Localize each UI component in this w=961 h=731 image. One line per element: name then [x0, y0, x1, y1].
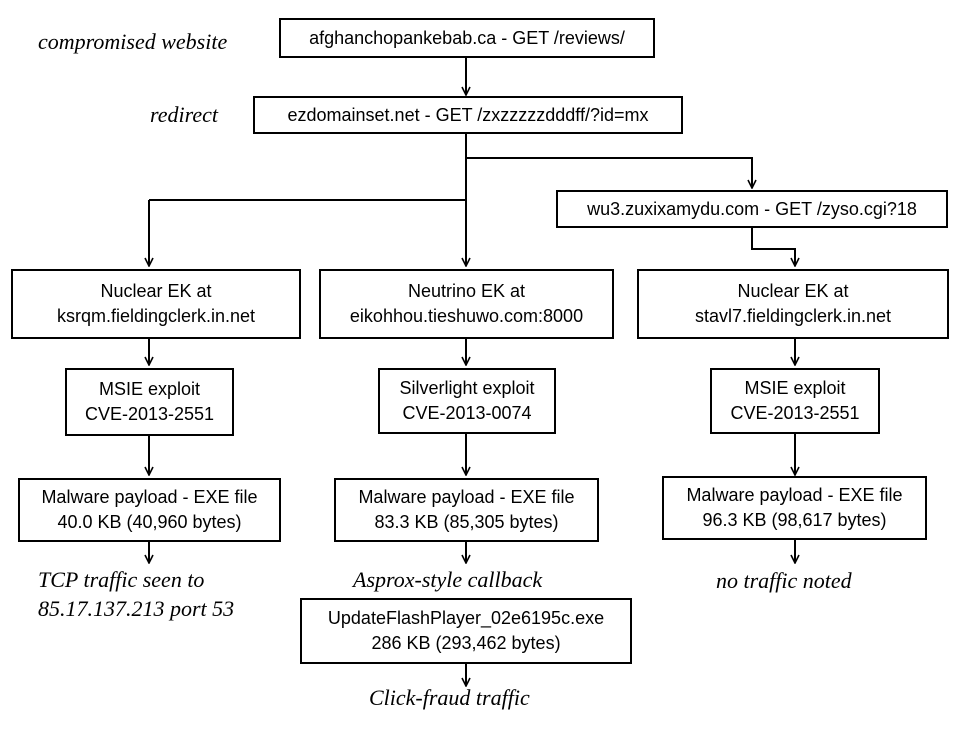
- click-fraud-label: Click-fraud traffic: [369, 685, 530, 710]
- exploit-middle-box: Silverlight exploit CVE-2013-0074: [378, 368, 556, 434]
- ek-middle-line-2: eikohhou.tieshuwo.com:8000: [349, 306, 584, 326]
- arrow-wu3-to-ek-right: [751, 228, 795, 266]
- ek-left-line-1: Nuclear EK at: [100, 281, 212, 301]
- compromised-site-box: afghanchopankebab.ca - GET /reviews/: [279, 18, 655, 58]
- exploit-middle-line-2: CVE-2013-0074: [402, 403, 532, 423]
- ek-right-line-2: stavl7.fieldingclerk.in.net: [694, 306, 892, 326]
- payload-right-line-2: 96.3 KB (98,617 bytes): [702, 510, 887, 530]
- redirect-line: ezdomainset.net - GET /zxzzzzzdddff/?id=…: [287, 104, 649, 125]
- redirect-label: redirect: [150, 102, 219, 127]
- ek-middle-box: Neutrino EK at eikohhou.tieshuwo.com:800…: [319, 269, 614, 339]
- payload-middle-box: Malware payload - EXE file 83.3 KB (85,3…: [334, 478, 599, 542]
- update-flash-box: UpdateFlashPlayer_02e6195c.exe 286 KB (2…: [300, 598, 632, 664]
- right-result-label: no traffic noted: [716, 568, 852, 593]
- payload-left-line-2: 40.0 KB (40,960 bytes): [57, 512, 242, 532]
- exploit-right-line-1: MSIE exploit: [744, 378, 846, 398]
- exploit-left-box: MSIE exploit CVE-2013-2551: [65, 368, 234, 436]
- payload-right-line-1: Malware payload - EXE file: [686, 485, 903, 505]
- exploit-right-line-2: CVE-2013-2551: [730, 403, 860, 423]
- payload-middle-line-2: 83.3 KB (85,305 bytes): [374, 512, 559, 532]
- ek-middle-line-1: Neutrino EK at: [407, 281, 526, 301]
- payload-middle-line-1: Malware payload - EXE file: [358, 487, 575, 507]
- compromised-website-label: compromised website: [38, 29, 228, 54]
- update-line-1: UpdateFlashPlayer_02e6195c.exe: [327, 608, 605, 628]
- ek-right-box: Nuclear EK at stavl7.fieldingclerk.in.ne…: [637, 269, 949, 339]
- arrow-to-wu3: [466, 157, 752, 188]
- site-line: afghanchopankebab.ca - GET /reviews/: [309, 27, 625, 48]
- middle-callback-label: Asprox-style callback: [353, 567, 543, 592]
- left-result-line-2: 85.17.137.213 port 53: [38, 596, 235, 621]
- payload-right-box: Malware payload - EXE file 96.3 KB (98,6…: [662, 476, 927, 540]
- redirect-box: ezdomainset.net - GET /zxzzzzzdddff/?id=…: [253, 96, 683, 134]
- wu3-line: wu3.zuxixamydu.com - GET /zyso.cgi?18: [587, 198, 917, 219]
- ek-left-box: Nuclear EK at ksrqm.fieldingclerk.in.net: [11, 269, 301, 339]
- payload-left-line-1: Malware payload - EXE file: [41, 487, 258, 507]
- ek-right-line-1: Nuclear EK at: [737, 281, 849, 301]
- update-line-2: 286 KB (293,462 bytes): [371, 633, 561, 653]
- exploit-left-line-1: MSIE exploit: [98, 379, 201, 399]
- exploit-right-box: MSIE exploit CVE-2013-2551: [710, 368, 880, 434]
- left-result-line-1: TCP traffic seen to: [38, 567, 205, 592]
- exploit-middle-line-1: Silverlight exploit: [399, 378, 535, 398]
- wu3-box: wu3.zuxixamydu.com - GET /zyso.cgi?18: [556, 190, 948, 228]
- exploit-left-line-2: CVE-2013-2551: [84, 404, 215, 424]
- payload-left-box: Malware payload - EXE file 40.0 KB (40,9…: [18, 478, 281, 542]
- ek-left-line-2: ksrqm.fieldingclerk.in.net: [56, 306, 256, 326]
